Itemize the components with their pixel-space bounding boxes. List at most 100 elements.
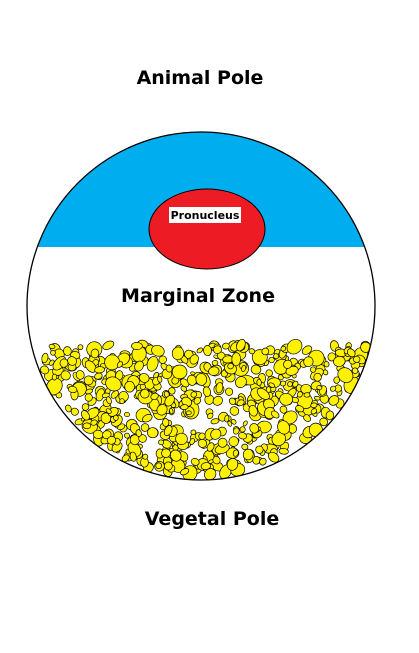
yolk-platelet bbox=[228, 397, 237, 405]
yolk-platelet bbox=[328, 395, 340, 406]
yolk-platelet bbox=[190, 391, 198, 398]
yolk-platelet bbox=[140, 388, 150, 399]
yolk-platelet bbox=[185, 410, 192, 416]
yolk-platelet bbox=[105, 396, 112, 405]
yolk-platelet bbox=[158, 439, 165, 446]
yolk-platelet bbox=[151, 344, 165, 357]
yolk-platelet bbox=[217, 437, 228, 448]
yolk-platelet bbox=[90, 419, 98, 426]
yolk-platelet bbox=[250, 364, 262, 375]
yolk-platelet bbox=[175, 432, 188, 445]
yolk-platelet bbox=[164, 394, 175, 407]
yolk-platelet bbox=[277, 420, 291, 435]
yolk-platelet bbox=[48, 343, 56, 350]
yolk-platelet bbox=[41, 352, 49, 364]
yolk-platelet bbox=[329, 385, 337, 392]
yolk-platelet bbox=[124, 411, 130, 418]
yolk-platelet bbox=[113, 414, 119, 421]
yolk-platelet bbox=[353, 355, 361, 363]
yolk-platelet bbox=[189, 438, 196, 445]
yolk-platelet bbox=[165, 364, 173, 373]
yolk-platelet bbox=[40, 365, 50, 375]
yolk-platelet bbox=[208, 366, 220, 376]
yolk-platelet bbox=[198, 432, 206, 440]
yolk-platelets bbox=[40, 338, 372, 480]
yolk-platelet bbox=[197, 438, 208, 448]
yolk-platelet bbox=[227, 362, 234, 370]
yolk-platelet bbox=[168, 387, 176, 395]
yolk-platelet bbox=[206, 442, 215, 452]
yolk-platelet bbox=[268, 382, 276, 388]
yolk-platelet bbox=[83, 375, 94, 386]
yolk-platelet bbox=[142, 414, 153, 423]
yolk-platelet bbox=[224, 414, 230, 423]
yolk-platelet bbox=[158, 355, 167, 364]
yolk-platelet bbox=[180, 468, 190, 476]
yolk-platelet bbox=[190, 458, 200, 466]
yolk-platelet bbox=[193, 397, 201, 405]
yolk-platelet bbox=[94, 366, 105, 374]
yolk-platelet bbox=[162, 418, 170, 427]
egg-cell-outline bbox=[26, 131, 376, 481]
yolk-platelet bbox=[280, 345, 287, 352]
pronucleus bbox=[148, 188, 266, 270]
yolk-platelet bbox=[138, 373, 150, 383]
yolk-platelet bbox=[161, 448, 171, 458]
yolk-platelet bbox=[65, 404, 72, 413]
vegetal-pole-label: Vegetal Pole bbox=[145, 508, 279, 530]
yolk-platelet bbox=[242, 448, 254, 461]
yolk-platelet bbox=[255, 445, 264, 454]
yolk-platelet bbox=[215, 382, 224, 394]
yolk-platelet bbox=[170, 449, 182, 462]
yolk-platelet bbox=[316, 385, 323, 390]
yolk-platelet bbox=[131, 342, 143, 350]
yolk-platelet bbox=[157, 375, 163, 383]
yolk-platelet bbox=[146, 356, 159, 372]
yolk-platelet bbox=[60, 370, 71, 381]
yolk-platelet bbox=[150, 392, 159, 401]
yolk-platelet bbox=[111, 441, 123, 453]
yolk-platelet bbox=[124, 432, 130, 439]
yolk-platelet bbox=[236, 338, 246, 352]
yolk-platelet bbox=[67, 385, 78, 394]
yolk-platelet bbox=[163, 425, 173, 436]
yolk-platelet bbox=[233, 427, 240, 435]
yolk-platelet bbox=[229, 406, 240, 416]
yolk-platelet bbox=[171, 346, 185, 361]
yolk-platelet bbox=[196, 347, 204, 354]
yolk-platelet bbox=[226, 458, 239, 471]
yolk-platelet bbox=[70, 407, 79, 416]
animal-pole-label: Animal Pole bbox=[137, 67, 264, 89]
yolk-platelet bbox=[248, 348, 256, 355]
yolk-platelet bbox=[295, 405, 305, 413]
yolk-platelet bbox=[163, 461, 173, 471]
yolk-platelet bbox=[248, 405, 258, 417]
yolk-platelet bbox=[85, 388, 93, 395]
yolk-platelet bbox=[279, 392, 293, 406]
yolk-platelet bbox=[242, 420, 248, 427]
yolk-platelet bbox=[249, 423, 259, 434]
yolk-platelet bbox=[155, 462, 163, 469]
yolk-platelet bbox=[119, 398, 125, 405]
yolk-platelet bbox=[267, 451, 280, 463]
yolk-platelet bbox=[116, 361, 123, 368]
yolk-platelet bbox=[195, 373, 208, 386]
yolk-platelet bbox=[236, 399, 245, 407]
yolk-platelet bbox=[156, 404, 168, 416]
yolk-platelet bbox=[190, 429, 197, 436]
yolk-platelet bbox=[270, 410, 280, 419]
yolk-platelet bbox=[207, 412, 214, 420]
yolk-platelet bbox=[171, 364, 188, 380]
yolk-platelet bbox=[347, 348, 356, 358]
yolk-platelet bbox=[323, 361, 330, 368]
yolk-platelet bbox=[325, 410, 335, 421]
yolk-platelet bbox=[138, 434, 147, 443]
yolk-platelet bbox=[200, 462, 212, 470]
yolk-platelet bbox=[147, 427, 159, 439]
yolk-platelet bbox=[75, 370, 85, 380]
yolk-platelet bbox=[265, 369, 273, 377]
yolk-platelet bbox=[351, 367, 359, 374]
yolk-platelet bbox=[135, 429, 142, 437]
yolk-platelet bbox=[283, 359, 293, 369]
yolk-platelet bbox=[180, 385, 188, 392]
